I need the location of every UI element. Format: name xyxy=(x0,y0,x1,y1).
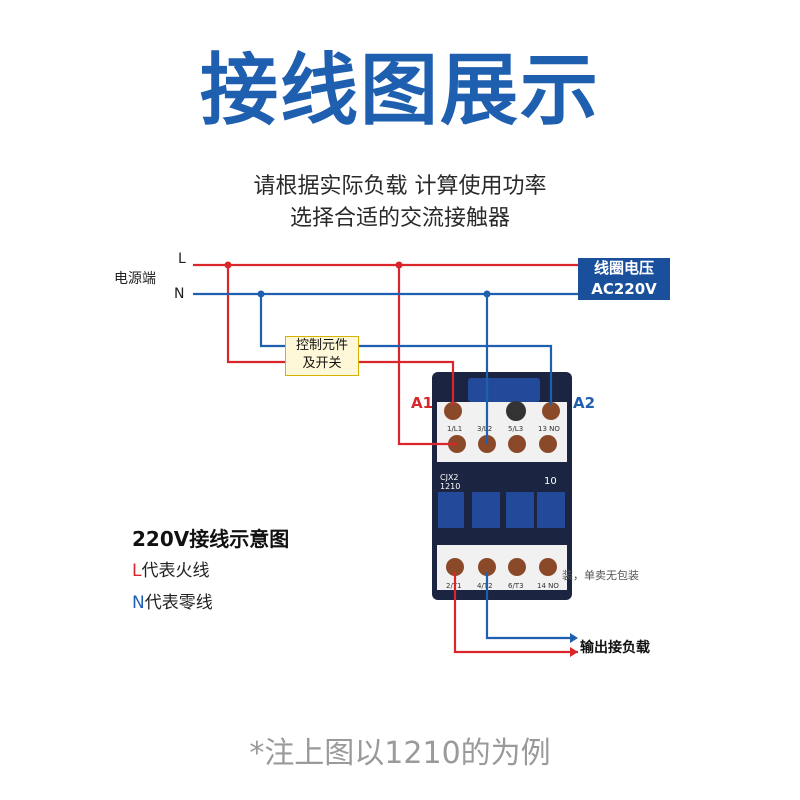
label-3-l2: 3/L2 xyxy=(477,425,492,433)
screw-t1 xyxy=(446,558,464,576)
screw-a1 xyxy=(444,402,462,420)
output-load-label: 输出接负载 xyxy=(580,640,650,656)
source-l-label: L xyxy=(178,251,186,267)
junction-neutral-1 xyxy=(257,290,265,298)
junction-neutral-2 xyxy=(483,290,491,298)
label-4-t2: 4/T2 xyxy=(477,582,493,590)
bottom-screws xyxy=(446,558,557,576)
source-n-label: N xyxy=(174,286,185,302)
coil-voltage-value: AC220V xyxy=(591,280,657,298)
screw-14no xyxy=(539,558,557,576)
model-line-1: CJX2 xyxy=(440,473,459,482)
contactor-top-cap xyxy=(468,378,540,402)
control-to-a2 xyxy=(357,344,553,405)
screw-l3 xyxy=(508,435,526,453)
model-line-2: 1210 xyxy=(440,482,460,491)
control-element-box: 控制元件 及开关 xyxy=(285,336,359,376)
live-to-l1 xyxy=(397,265,457,446)
contactor: 1/L1 3/L2 5/L3 13 NO CJX2 1210 10 2/T1 4… xyxy=(432,372,572,600)
legend-live-letter: L xyxy=(132,561,142,581)
screw-a2 xyxy=(542,402,560,420)
page-title: 接线图展示 xyxy=(199,46,600,136)
package-note: 装，单卖无包装 xyxy=(562,569,639,582)
screw-13no xyxy=(539,435,557,453)
subtitle-line-2: 选择合适的交流接触器 xyxy=(289,206,510,231)
label-6-t3: 6/T3 xyxy=(508,582,524,590)
screw-t3 xyxy=(508,558,526,576)
t2-to-load xyxy=(485,572,572,640)
contactor-window-2 xyxy=(506,492,534,528)
live-to-control xyxy=(226,265,285,364)
label-13-no: 13 NO xyxy=(538,425,560,433)
junction-live-2 xyxy=(395,261,403,269)
control-to-a1 xyxy=(357,360,455,405)
source-label: 电源端 xyxy=(114,271,156,287)
contactor-window-0 xyxy=(438,492,464,528)
contactor-window-3 xyxy=(537,492,565,528)
footnote: *注上图以1210的为例 xyxy=(249,736,551,771)
subtitle-line-1: 请根据实际负载 计算使用功率 xyxy=(253,174,547,199)
legend-neutral: N代表零线 xyxy=(132,588,213,613)
t1-to-load xyxy=(453,572,578,654)
label-14-no: 14 NO xyxy=(537,582,559,590)
legend-title: 220V接线示意图 xyxy=(132,527,290,551)
contactor-window-1 xyxy=(472,492,500,528)
live-wires xyxy=(193,263,578,654)
junction-live-1 xyxy=(224,261,232,269)
neutral-to-control xyxy=(259,294,285,348)
coil-voltage-title: 线圈电压 xyxy=(593,259,654,277)
arrow-head-neutral xyxy=(570,633,578,643)
control-element-line-2: 及开关 xyxy=(302,356,342,371)
legend-neutral-text: 代表零线 xyxy=(144,593,213,613)
arrow-head-live xyxy=(570,647,578,657)
terminal-a2-label: A2 xyxy=(573,394,596,412)
terminal-a1-label: A1 xyxy=(411,394,434,412)
aux-badge xyxy=(536,470,566,488)
label-1-l1: 1/L1 xyxy=(447,425,462,433)
screw-t2 xyxy=(478,558,496,576)
legend-neutral-letter: N xyxy=(132,593,145,613)
control-element-line-1: 控制元件 xyxy=(295,338,348,353)
aux-number: 10 xyxy=(544,476,557,487)
top-screws xyxy=(444,401,560,453)
legend-live-text: 代表火线 xyxy=(141,561,210,581)
label-5-l3: 5/L3 xyxy=(508,425,523,433)
coil-voltage-box: 线圈电压 AC220V xyxy=(578,258,670,300)
legend-live: L代表火线 xyxy=(132,556,209,581)
screw-center xyxy=(506,401,526,421)
neutral-wires xyxy=(193,292,578,640)
label-2-t1: 2/T1 xyxy=(446,582,462,590)
